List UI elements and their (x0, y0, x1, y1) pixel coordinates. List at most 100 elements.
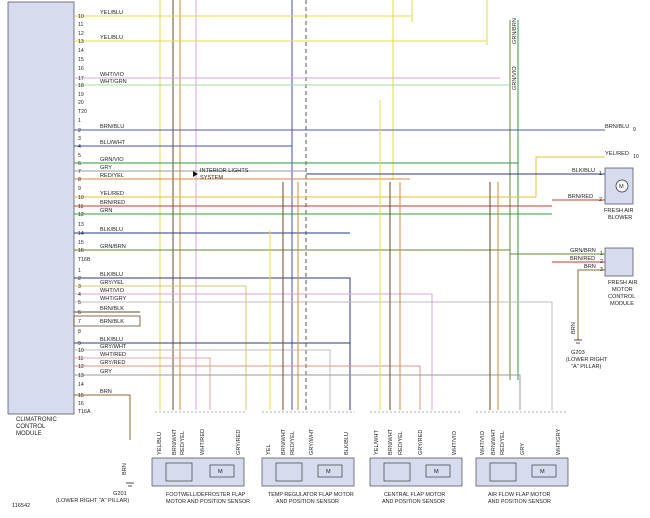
wire-label: BRN/RED (100, 200, 125, 206)
wire-label: YEL (266, 444, 272, 455)
module-name-line: MODULE (16, 431, 42, 437)
pin-number: 8 (78, 329, 81, 335)
pin-number: 9 (633, 127, 636, 133)
wire-label: BRN/WHT (491, 428, 497, 455)
wire-label: BRN/WHT (388, 428, 394, 455)
wire-label: YEL/RED (605, 151, 629, 157)
wire-label: GRY/RED (418, 430, 424, 455)
motor-symbol: M (218, 469, 223, 475)
wire-label: BLK/BLU (100, 227, 123, 233)
wire-label: BRN/WHT (172, 428, 178, 455)
component-label: FRESH AIR (604, 208, 634, 214)
motor-symbol: M (326, 469, 331, 475)
pin-number: 7 (78, 319, 81, 325)
pin-number: 14 (78, 48, 84, 54)
motor-caption: AND POSITION SENSOR (276, 499, 339, 505)
diagram-id: 116542 (12, 503, 30, 509)
pin-number: 10 (633, 154, 639, 160)
wire-label: BRN (122, 463, 128, 475)
pin-number: 3 (600, 267, 603, 273)
pin-number: 3 (78, 136, 81, 142)
t16a-wire-labels: BLK/BLU GRY/YEL WHT/VIO WHT/GRY BRN/BLK … (100, 272, 127, 395)
wire-label: GRN/VIO (100, 157, 124, 163)
pin-number: 18 (78, 83, 84, 89)
interior-lights-ref: INTERIOR LIGHTS SYSTEM (193, 168, 249, 181)
pin-number: 13 (78, 39, 84, 45)
connector-label: T16A (78, 409, 91, 415)
ref-label: SYSTEM (200, 175, 223, 181)
wire-label: BLK/BLU (572, 168, 595, 174)
motor-symbol: M (540, 469, 545, 475)
motor-temp-regulator: M YEL BRN/WHT RED/YEL GRY/WHT BLK/BLU TE… (261, 428, 355, 505)
wire-label: GRN (100, 208, 112, 214)
pin-number: 12 (78, 31, 84, 37)
wire-label: RED/YEL (290, 431, 296, 455)
wire-label: GRY/WHT (309, 428, 315, 455)
pin-number: 1 (78, 268, 81, 274)
motor-footwell: M YEL/BLU BRN/WHT RED/YEL WHT/RED GRY/RE… (151, 428, 250, 505)
pin-number: 16 (78, 66, 84, 72)
motor-caption: TEMP REGULATOR FLAP MOTOR (268, 492, 354, 498)
svg-text:GRN/BRN: GRN/BRN (512, 18, 518, 44)
fresh-air-blower: M FRESH AIR BLOWER (604, 167, 634, 221)
pin-number: 7 (78, 169, 81, 175)
t16b-pins: 1 2 3 4 5 6 7 8 9 10 11 12 13 14 15 16 T… (78, 118, 91, 263)
motor-caption: AND POSITION SENSOR (382, 499, 445, 505)
wire-label: GRY/RED (236, 430, 242, 455)
pin-number: 5 (78, 153, 81, 159)
wire-label: GRY (520, 443, 526, 455)
t16a-wires (73, 277, 553, 440)
wire-label: BRN (571, 322, 577, 334)
wire-label: BLK/BLU (344, 432, 350, 455)
top-vertical-labels: GRN/BRN GRN/VIO (512, 18, 518, 90)
component-label: BLOWER (608, 215, 632, 221)
wire-label: BRN (584, 264, 596, 270)
component-label: MOTOR (612, 287, 633, 293)
pin-number: 6 (78, 310, 81, 316)
arrow-right-icon (193, 171, 198, 177)
wire-label: GRN/BRN (570, 248, 596, 254)
pin-number: 11 (78, 204, 83, 210)
ground-g201: BRN G201 (LOWER RIGHT "A" PILLAR) (56, 463, 134, 504)
pin-number: 16 (78, 248, 84, 254)
wire-label: GRY/RED (100, 360, 125, 366)
pin-number: 14 (78, 231, 84, 237)
vertical-bus (159, 0, 519, 410)
motor-symbol: M (434, 469, 439, 475)
pin-number: 4 (78, 144, 81, 150)
motor-caption: FOOTWELL/DEFROSTER FLAP (166, 492, 246, 498)
wire-label: GRY (100, 369, 112, 375)
motor-caption: MOTOR AND POSITION SENSOR (166, 499, 250, 505)
wire-label: WHT/VIO (452, 430, 458, 455)
wire-label: YEL/BLU (100, 10, 123, 16)
pin-number: 11 (78, 22, 83, 28)
wire-label: BRN (100, 389, 112, 395)
motor-icon (531, 464, 557, 478)
component-label: CONTROL (608, 294, 635, 300)
t16b-wire-labels: BRN/BLU BLU/WHT GRN/VIO GRY RED/YEL YEL/… (100, 124, 126, 250)
pin-number: 15 (78, 240, 84, 246)
pin-number: 2 (600, 259, 603, 265)
pin-number: 16 (78, 401, 84, 407)
component-label: FRESH AIR (608, 280, 638, 286)
pin-number: 13 (78, 373, 84, 379)
t20-wire-labels: YEL/BLU YEL/BLU WHT/VIO WHT/GRN (100, 10, 127, 85)
wire-label: BRN/BLU (605, 124, 629, 130)
motor-caption: AIR FLOW FLAP MOTOR (488, 492, 551, 498)
wire-label: BLK/BLU (100, 337, 123, 343)
pin-number: 20 (78, 100, 84, 106)
pin-number: 12 (78, 212, 84, 218)
wire-label: WHT/GRN (100, 79, 127, 85)
motor-central: M YEL/WHT BRN/WHT RED/YEL GRY/RED WHT/VI… (369, 428, 463, 505)
wire-label: BLK/BLU (100, 272, 123, 278)
wire-label: RED/YEL (180, 431, 186, 455)
wire-label: WHT/VIO (100, 288, 125, 294)
pin-number: 6 (78, 161, 81, 167)
motor-feed-lines (269, 100, 499, 410)
module-name-line: CONTROL (16, 424, 46, 430)
pin-number: 11 (78, 356, 83, 362)
wire-label: WHT/GRY (556, 428, 562, 455)
wire-label: BRN/RED (568, 194, 593, 200)
ground-g203: BRN G203 (LOWER RIGHT "A" PILLAR) (566, 322, 608, 370)
